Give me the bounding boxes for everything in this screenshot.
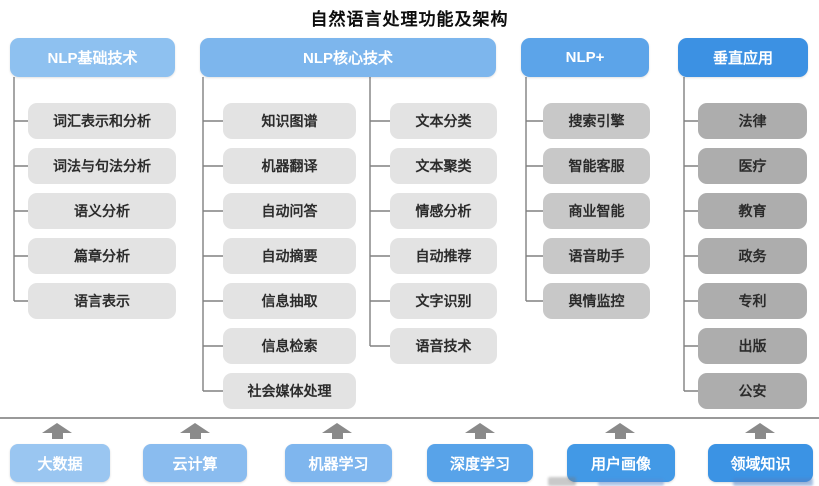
node-vertical-government: 政务 [698,238,807,274]
node-basic-semantic-analysis: 语义分析 [28,193,176,229]
node-core-text-clustering: 文本聚类 [390,148,497,184]
node-core-machine-translation: 机器翻译 [223,148,356,184]
node-vertical-law: 法律 [698,103,807,139]
watermark-fragment [733,478,813,486]
node-vertical-medical: 医疗 [698,148,807,184]
node-basic-discourse-analysis: 篇章分析 [28,238,176,274]
foundation-deep-learning: 深度学习 [427,444,533,482]
node-vertical-education: 教育 [698,193,807,229]
node-plus-voice-assistant: 语音助手 [543,238,650,274]
node-basic-morph-syntax: 词法与句法分析 [28,148,176,184]
node-core-sentiment-analysis: 情感分析 [390,193,497,229]
foundation-user-profile: 用户画像 [567,444,675,482]
node-plus-opinion-monitoring: 舆情监控 [543,283,650,319]
up-arrow-icon [605,423,635,440]
node-vertical-police: 公安 [698,373,807,409]
divider-line [0,417,819,419]
up-arrow-icon [322,423,352,440]
watermark-fragment [548,477,576,486]
foundation-cloud-computing: 云计算 [143,444,247,482]
foundation-domain-knowledge: 领域知识 [708,444,813,482]
column-header-nlp-plus: NLP+ [521,38,649,77]
node-core-auto-qa: 自动问答 [223,193,356,229]
node-core-info-extraction: 信息抽取 [223,283,356,319]
column-header-vertical-app: 垂直应用 [678,38,808,77]
column-header-nlp-core: NLP核心技术 [200,38,496,77]
foundation-big-data: 大数据 [10,444,110,482]
watermark-fragment [598,479,664,486]
up-arrow-icon [465,423,495,440]
node-vertical-patent: 专利 [698,283,807,319]
up-arrow-icon [180,423,210,440]
column-header-nlp-basic: NLP基础技术 [10,38,175,77]
node-core-speech-tech: 语音技术 [390,328,497,364]
node-core-auto-summary: 自动摘要 [223,238,356,274]
up-arrow-icon [42,423,72,440]
node-core-knowledge-graph: 知识图谱 [223,103,356,139]
node-basic-language-representation: 语言表示 [28,283,176,319]
node-core-auto-recommendation: 自动推荐 [390,238,497,274]
node-core-ocr: 文字识别 [390,283,497,319]
node-plus-smart-service: 智能客服 [543,148,650,184]
up-arrow-icon [745,423,775,440]
node-core-text-classification: 文本分类 [390,103,497,139]
diagram-title: 自然语言处理功能及架构 [310,10,509,29]
foundation-machine-learning: 机器学习 [285,444,392,482]
node-vertical-publishing: 出版 [698,328,807,364]
node-core-social-media: 社会媒体处理 [223,373,356,409]
node-plus-business-intel: 商业智能 [543,193,650,229]
node-basic-lexical-representation: 词汇表示和分析 [28,103,176,139]
node-core-info-retrieval: 信息检索 [223,328,356,364]
node-plus-search-engine: 搜索引擎 [543,103,650,139]
